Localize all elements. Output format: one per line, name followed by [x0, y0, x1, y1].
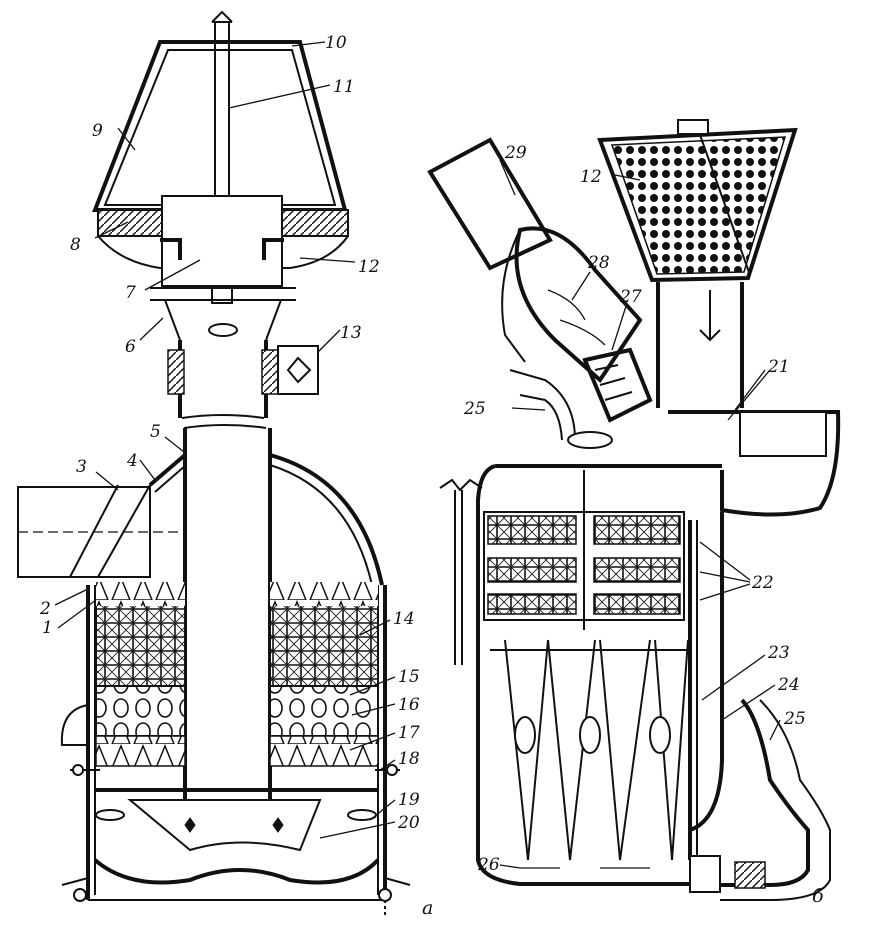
oil-tray [127, 799, 322, 852]
cap-shell [92, 40, 348, 212]
oval-rings-left [95, 685, 186, 737]
label-7: 7 [125, 283, 136, 303]
label-12: 12 [358, 257, 380, 277]
label-20: 20 [397, 813, 420, 833]
panel-label-a: а [422, 897, 433, 919]
label-b-21: 21 [767, 357, 790, 377]
label-19: 19 [398, 790, 420, 810]
label-3: 3 [76, 457, 87, 477]
panel-label-b: б [812, 885, 824, 907]
label-15: 15 [398, 667, 420, 687]
labels-figure-b: 12 21 22 23 24 25 25 26 27 28 29 б [463, 143, 824, 907]
figure-b-cross-section [427, 119, 841, 901]
label-18: 18 [398, 749, 420, 769]
label-2: 2 [39, 599, 51, 619]
oil-bath-bottom [93, 858, 380, 885]
label-9: 9 [92, 121, 103, 141]
label-b-27: 27 [619, 287, 642, 307]
label-17: 17 [398, 723, 420, 743]
label-6: 6 [125, 337, 136, 357]
figure-a-cross-section [17, 10, 411, 918]
label-b-22: 22 [751, 573, 774, 593]
housing-dome [148, 453, 384, 586]
label-b-25-return: 25 [783, 709, 806, 729]
label-11: 11 [333, 77, 355, 97]
central-pipe [183, 428, 272, 800]
label-5: 5 [150, 422, 161, 442]
label-8: 8 [70, 235, 81, 255]
precleaner-mesh-funnel [597, 127, 798, 283]
label-b-24: 24 [777, 675, 800, 695]
label-13: 13 [340, 323, 362, 343]
label-b-25: 25 [463, 399, 486, 419]
wing-nut-a [211, 10, 233, 23]
oval-rings-right [269, 685, 379, 737]
label-16: 16 [398, 695, 420, 715]
label-b-23: 23 [767, 643, 790, 663]
intake-pipe-upper [178, 340, 268, 418]
label-b-29: 29 [504, 143, 527, 163]
leader-lines [54, 41, 781, 869]
pipe-coupling [689, 855, 721, 893]
label-1: 1 [42, 618, 53, 638]
housing-b [476, 464, 722, 886]
housing-walls [86, 585, 387, 900]
hose-25 [509, 369, 576, 441]
label-b-12: 12 [580, 167, 602, 187]
return-pipe-25 [720, 698, 810, 887]
intake-pipe-29 [427, 137, 553, 271]
precleaner-cone [514, 226, 643, 384]
label-14: 14 [393, 609, 415, 629]
stack-pipe [656, 282, 744, 408]
label-b-28: 28 [587, 253, 610, 273]
label-10: 10 [325, 33, 347, 53]
label-b-26: 26 [477, 855, 500, 875]
label-4: 4 [126, 451, 138, 471]
labels-figure-a: 1 2 3 4 5 6 7 8 9 10 11 12 13 14 15 16 1… [39, 33, 433, 919]
